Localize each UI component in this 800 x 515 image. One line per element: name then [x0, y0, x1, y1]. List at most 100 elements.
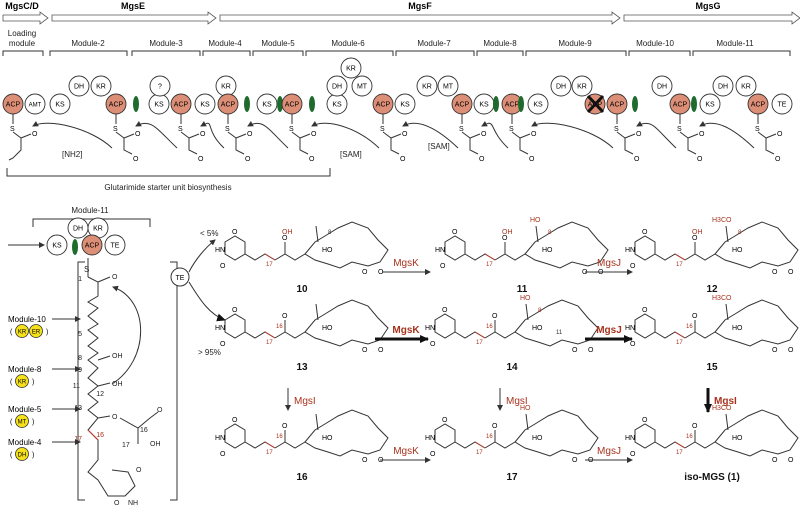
transfer-arrow-3: [200, 121, 225, 149]
te-circle: [170, 267, 190, 287]
mt-domain-25-label: MT: [443, 84, 454, 91]
acp-domain-43: ACP: [747, 93, 769, 115]
side-module-paren-close-0: ): [46, 329, 48, 336]
kr-domain-11-label: KR: [221, 84, 231, 91]
module-5-label: Module-5: [261, 39, 295, 48]
acp-domain-29-label: ACP: [505, 102, 520, 109]
hn-label-5: HN: [625, 325, 635, 332]
gene-mgscd: MgsC/D: [5, 1, 39, 11]
kr-domain-21-label: KR: [346, 66, 356, 73]
compound-label-8: iso-MGS (1): [684, 472, 740, 483]
kr-domain-24-label: KR: [422, 84, 432, 91]
c8-och3-5: H3CO: [712, 295, 732, 302]
compound-7-pos-17: 17: [476, 450, 483, 456]
sam-cofactor-2: [SAM]: [428, 142, 450, 151]
detail-acp-label: ACP: [85, 243, 100, 250]
thioester-o-0: O: [32, 131, 38, 138]
ring-ho-6: HO: [322, 435, 333, 442]
thioester-s: S: [84, 265, 89, 274]
c15-oxygen: O: [112, 414, 118, 421]
dh-domain-32-label: DH: [556, 84, 566, 91]
chain-number-9: 9: [78, 367, 82, 374]
nh2-cofactor: [NH2]: [62, 150, 82, 159]
acp-domain-9: ACP: [170, 93, 192, 115]
ks-domain-40-label: KS: [705, 102, 715, 109]
side-module-label-1: Module-8: [8, 365, 42, 374]
ring-ho-7: HO: [532, 435, 543, 442]
thioester-chain-7: SOO: [481, 114, 537, 163]
ring-o2-7: O: [430, 451, 436, 458]
compound-1-pos-17: 17: [486, 262, 493, 268]
enzyme-mgsi-middle: MgsI: [506, 396, 528, 407]
acp-domain-5: ACP: [105, 93, 127, 115]
side-module-paren-close-3: ): [32, 452, 34, 459]
transfer-arrow-7: [481, 121, 509, 149]
ring-o2-5: O: [630, 341, 636, 348]
acp-domain-0: ACP: [2, 93, 24, 115]
te-domain-44-label: TE: [778, 102, 787, 109]
lactone-carbonyl-o-8: O: [788, 457, 794, 464]
ring-o1-4: O: [442, 307, 448, 314]
compound-label-6: 16: [296, 472, 308, 483]
ring-o2-0: O: [220, 263, 226, 270]
major-pathway-percent: > 95%: [198, 348, 221, 357]
side-module-paren-close-1: ): [32, 379, 34, 386]
unknown-domain-8: ?: [149, 75, 171, 97]
enzyme-mgsk-bottom: MgsK: [393, 446, 419, 457]
ring-ho-8: HO: [732, 435, 743, 442]
carboxylate-o-8: O: [634, 156, 640, 163]
thioester-s-0: S: [10, 126, 15, 133]
ring-o2-4: O: [430, 341, 436, 348]
ks-domain-14: KS: [256, 93, 278, 115]
chain-number-16: 16: [96, 432, 104, 439]
ks-domain-27: KS: [473, 93, 495, 115]
glutarimide-oxygen-2: O: [114, 500, 120, 507]
acp-domain-0-label: ACP: [6, 102, 21, 109]
kr-domain-33: KR: [571, 75, 593, 97]
acp-domain-22: ACP: [372, 93, 394, 115]
detail-dh: DH: [67, 217, 89, 239]
lactone-carbonyl-o-3: O: [378, 347, 384, 354]
thioester-o-10: O: [777, 131, 783, 138]
ring-ho-3: HO: [322, 325, 333, 332]
enzyme-mgsi-right: MgsI: [714, 396, 737, 407]
c17-alt-label: 17: [122, 442, 130, 449]
enzyme-mgsj-bottom: MgsJ: [597, 446, 621, 457]
detail-kr: KR: [87, 217, 109, 239]
docking-domain-30: [518, 96, 524, 112]
ring-o1-8: O: [642, 417, 648, 424]
ring-o2-1: O: [440, 263, 446, 270]
lactone-carbonyl-o-5: O: [788, 347, 794, 354]
module-2-label: Module-2: [71, 39, 105, 48]
acp-domain-12: ACP: [217, 93, 239, 115]
ketone-o-1: O: [502, 235, 508, 242]
lactone-o-2: O: [772, 269, 778, 276]
te-domain-44: TE: [771, 93, 793, 115]
chain-number-5: 5: [78, 331, 82, 338]
ks-domain-14-label: KS: [262, 102, 272, 109]
c17-alt-hydroxyl: OH: [150, 441, 161, 448]
kr-domain-4-label: KR: [96, 84, 106, 91]
kr-domain-21: KR: [340, 57, 362, 79]
compound-4-pos-17: 17: [476, 340, 483, 346]
dh-domain-19-label: DH: [332, 84, 342, 91]
ring-ho-4: HO: [532, 325, 543, 332]
side-module-paren-close-2: ): [32, 419, 34, 426]
dh-domain-3-label: DH: [74, 84, 84, 91]
acp-domain-38-label: ACP: [673, 102, 688, 109]
side-module-domain-3-0: DH: [18, 453, 27, 459]
linear-polyketide-chain: S O OH OH O O O NH 16 17 OH O: [77, 258, 178, 507]
ks-domain-31-label: KS: [533, 102, 543, 109]
kr-domain-42-label: KR: [741, 84, 751, 91]
dh-domain-41-label: DH: [718, 84, 728, 91]
hn-label-8: HN: [625, 435, 635, 442]
thioester-o-9: O: [699, 131, 705, 138]
thioester-chain-10: SOO: [699, 114, 783, 163]
compound-label-7: 17: [506, 472, 518, 483]
c11-hydroxyl: OH: [112, 381, 123, 388]
